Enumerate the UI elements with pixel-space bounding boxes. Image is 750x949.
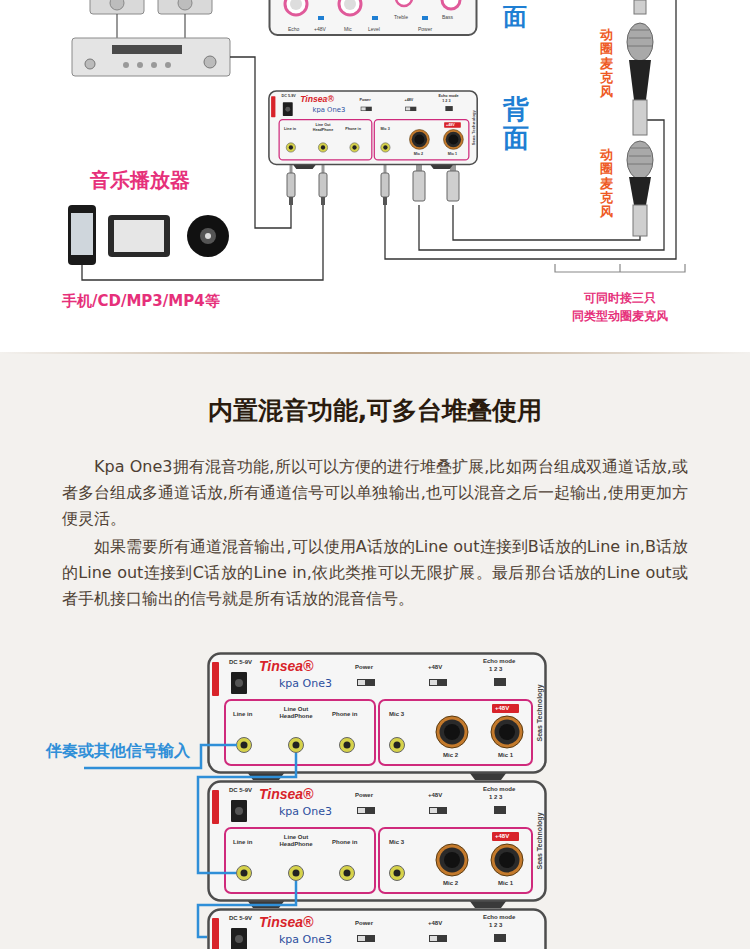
panel-label: DC 5-9V [282, 94, 296, 98]
panel-label: Line Out HeadPhone [277, 706, 315, 720]
group-label: 音乐播放器 [90, 167, 190, 194]
panel-label: Mic 1 [448, 152, 457, 156]
panel-label: +48V [428, 664, 442, 670]
panel-label: Tinsea® [259, 914, 313, 930]
panel-label: kpa One3 [279, 805, 332, 818]
panel-label: DC 5-9V [229, 659, 252, 665]
panel-label: Line in [233, 839, 252, 845]
panel-label: kpa One3 [279, 933, 332, 946]
mic-label: 动圈麦克风 [600, 28, 613, 99]
panel-label: Bass [442, 14, 453, 20]
panel-label: Mic 3 [389, 711, 404, 717]
view-tag: 面 [503, 1, 527, 33]
panel-label: kpa One3 [312, 105, 345, 113]
front-panel: Echo +48V Mic Level TreblePower Bass [268, 0, 478, 36]
panel-label: Treble [394, 14, 408, 20]
note-line: 可同时接三只 [570, 290, 670, 307]
panel-label: Tinsea® [300, 94, 334, 104]
panel-label: Mic [344, 26, 352, 32]
panel-label: Mic 1 [498, 752, 513, 758]
view-tag: 背面 [503, 95, 529, 152]
panel-label: 1 2 3 [489, 666, 502, 672]
panel-face [209, 910, 546, 949]
panel-label: Echo mode [483, 786, 515, 792]
panel-label: Tinsea® [259, 786, 313, 802]
panel-label: Line in [233, 711, 252, 717]
panel-face [269, 91, 477, 169]
panel-label: +48V [495, 833, 509, 839]
panel-face [209, 782, 546, 909]
panel-label: 1 2 3 [489, 794, 502, 800]
signal-wire [198, 902, 296, 937]
panel-label: Line Out HeadPhone [311, 123, 334, 132]
cable-plugs [287, 165, 459, 205]
speakers [90, 0, 212, 38]
music-players [68, 205, 229, 265]
panel-label: Tinsea® [259, 658, 313, 674]
note-line: 同类型动圈麦克风 [560, 308, 680, 325]
signal-wire [198, 774, 296, 873]
panel-label: Echo mode [483, 658, 515, 664]
panel-label: Line in [284, 126, 296, 130]
panel-label: +48V [446, 123, 455, 127]
panel-label: +48V [428, 920, 442, 926]
panel-label: Mic 3 [389, 839, 404, 845]
panel-label: Power [418, 26, 432, 32]
panel-label: 1 2 3 [489, 922, 502, 928]
audio-wires [82, 0, 676, 280]
input-label: 伴奏或其他信号输入 [46, 741, 190, 762]
panel-label: Power [355, 664, 373, 670]
back-panel: DC 5-9V Tinsea® kpa One3 Power +48V Echo mode… [207, 908, 547, 949]
section-ground [0, 354, 750, 949]
panel-label: Echo mode [483, 914, 515, 920]
amplifier [72, 38, 230, 76]
panel-label: 1 2 3 [442, 99, 450, 103]
panel-label: +48V [495, 705, 509, 711]
panel-label: +48V [405, 97, 414, 101]
panel-label: Echo mode [439, 94, 459, 98]
panel-label: Level [368, 26, 380, 32]
section-title: 内置混音功能,可多台堆叠使用 [0, 394, 750, 427]
divider [0, 352, 750, 354]
blue-wire [84, 745, 296, 902]
panel-label: Power [355, 920, 373, 926]
panel-label: +48V [428, 792, 442, 798]
device-list: 手机/CD/MP3/MP4等 [62, 292, 220, 311]
panel-label: Mic 1 [498, 880, 513, 886]
body-paragraph: 如果需要所有通道混音输出,可以使用A话放的Line out连接到B话放的Line… [62, 534, 688, 612]
panel-label: Power [359, 97, 370, 101]
panel-label: Phone in [332, 711, 357, 717]
panel-label: kpa One3 [279, 677, 332, 690]
panel-label: Line Out HeadPhone [277, 834, 315, 848]
panel-label: DC 5-9V [229, 915, 252, 921]
panel-label: +48V [314, 26, 326, 32]
panel-label: Seas Technology [536, 812, 543, 869]
panel-label: Phone in [332, 839, 357, 845]
panel-label: Mic 2 [443, 880, 458, 886]
panel-label: DC 5-9V [229, 787, 252, 793]
panel-label: Power [355, 792, 373, 798]
dynamic-microphones [627, 0, 653, 236]
panel-label: Mic 2 [414, 152, 423, 156]
panel-face [270, 0, 477, 35]
panel-label: Seas Technology [536, 684, 543, 741]
panel-face [209, 654, 546, 781]
group-bracket [555, 264, 685, 272]
back-panel: DC 5-9V Tinsea® kpa One3 Power +48V Echo mode… [207, 780, 547, 902]
panel-label: Seas Technology [471, 110, 475, 145]
panel-label: Echo [288, 26, 299, 32]
body-paragraph: Kpa One3拥有混音功能,所以可以方便的进行堆叠扩展,比如两台组成双通道话放… [62, 454, 688, 532]
back-panel: DC 5-9V Tinsea®kpa One3 Power +48V Echo mode… [268, 90, 478, 165]
panel-label: Phone in [345, 126, 361, 130]
panel-label: Mic 3 [380, 126, 389, 130]
mic-label: 动圈麦克风 [600, 148, 613, 219]
panel-label: Mic 2 [443, 752, 458, 758]
back-panel: DC 5-9V Tinsea® kpa One3 Power +48V Echo mode… [207, 652, 547, 774]
